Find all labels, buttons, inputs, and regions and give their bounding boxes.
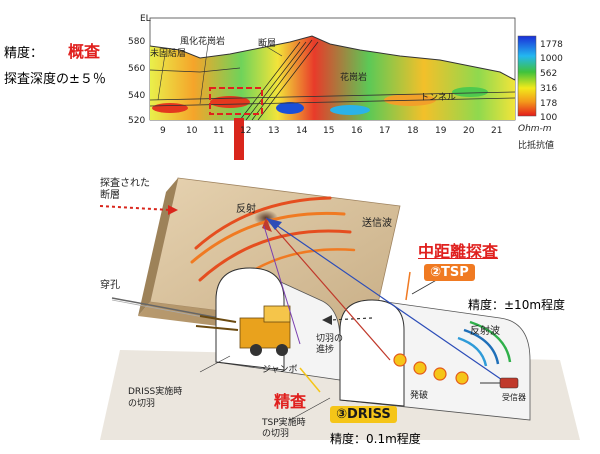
x-tick: 20 [463, 126, 475, 136]
x-tick: 15 [323, 126, 335, 136]
blasting-label: 発破 [410, 391, 429, 401]
y-tick-580: 580 [128, 37, 146, 47]
jumbo-label: ジャンボ [262, 365, 298, 375]
precision-value-rough: 概査 [68, 42, 101, 61]
granite-label: 花崗岩 [340, 73, 368, 83]
driss-face-label: DRISS実施時 の切羽 [128, 386, 182, 410]
mid-range-survey-title: 中距離探査 [418, 242, 499, 261]
y-tick-520: 520 [128, 116, 146, 126]
weathered-granite-label: 風化花崗岩 [180, 37, 226, 47]
x-tick: 19 [435, 126, 447, 136]
detailed-survey-title: 精査 [274, 392, 307, 411]
driss-precision: 精度：0.1m程度 [330, 432, 421, 446]
surveyed-fault-label: 探査された 断層 [100, 178, 150, 202]
colorbar-title: 比抵抗値 [518, 141, 555, 151]
x-tick: 11 [213, 126, 225, 136]
colorbar-tick: 1778 [540, 40, 563, 50]
y-axis-unit: EL [140, 14, 151, 24]
colorbar-tick: 316 [540, 84, 558, 94]
transmitted-wave-label: 送信波 [362, 218, 392, 229]
reflected-wave-label: 反射波 [470, 326, 500, 337]
resistivity-profile-chart [149, 17, 537, 160]
y-tick-540: 540 [128, 91, 146, 101]
x-tick: 18 [407, 126, 419, 136]
tsp-face-line2: の切羽 [262, 429, 290, 439]
x-tick: 13 [268, 126, 280, 136]
tsp-badge: ②TSP [424, 264, 475, 281]
borehole-label: 穿孔 [100, 280, 120, 291]
tunnel-label: トンネル [420, 93, 456, 103]
fault-label: 断層 [258, 39, 277, 49]
reflection-label: 反射 [236, 204, 256, 215]
colorbar-tick: 1000 [540, 54, 563, 64]
driss-face-line2: の切羽 [128, 399, 156, 409]
tsp-precision: 精度：±10m程度 [468, 298, 566, 312]
face-advance-line2: 進捗 [316, 345, 335, 355]
driss-face-line1: DRISS実施時 [128, 387, 183, 397]
precision-label: 精度： [4, 46, 44, 61]
face-advance-label: 切羽の 進捗 [316, 334, 343, 356]
x-tick: 12 [240, 126, 252, 136]
unconsolidated-layer-label: 未固結層 [150, 49, 187, 59]
x-tick: 9 [160, 126, 166, 136]
colorbar-tick: 178 [540, 99, 558, 109]
receiver-label: 受信器 [502, 393, 526, 402]
x-tick: 21 [491, 126, 503, 136]
surveyed-fault-line2: 断層 [100, 190, 120, 201]
colorbar-unit: Ohm-m [518, 124, 552, 134]
tsp-face-label: TSP実施時 の切羽 [262, 418, 306, 440]
survey-depth-label: 探査深度の±５％ [4, 72, 106, 87]
face-advance-line1: 切羽の [316, 334, 344, 344]
x-tick: 14 [296, 126, 308, 136]
x-tick: 16 [351, 126, 363, 136]
x-tick: 10 [186, 126, 198, 136]
driss-badge: ③DRISS [330, 406, 397, 423]
colorbar-tick: 562 [540, 69, 558, 79]
colorbar-tick: 100 [540, 113, 558, 123]
surveyed-fault-line1: 探査された [100, 178, 150, 189]
tsp-face-line1: TSP実施時 [262, 418, 306, 428]
y-tick-560: 560 [128, 64, 146, 74]
x-tick: 17 [379, 126, 391, 136]
